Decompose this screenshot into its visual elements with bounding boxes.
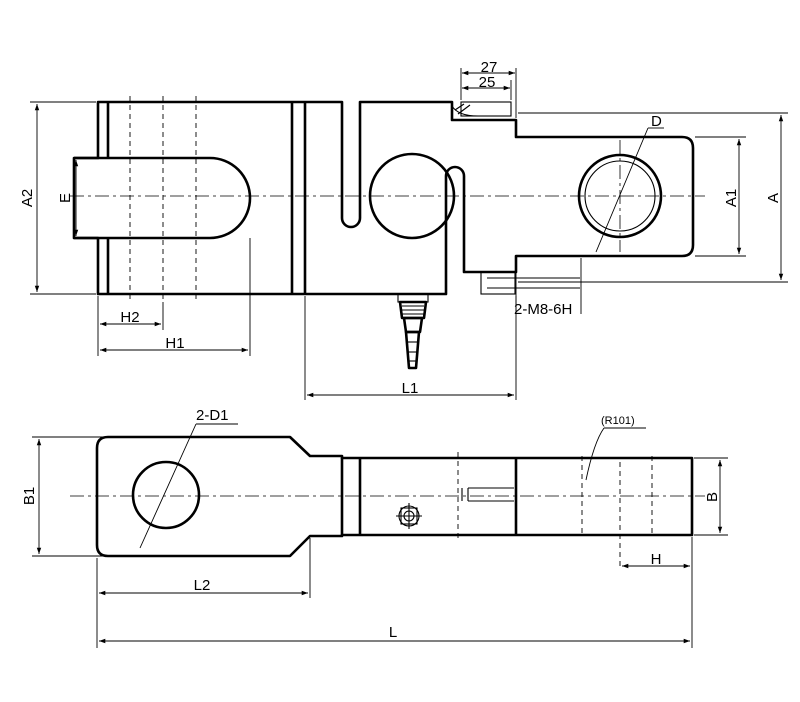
dim-D1-leader bbox=[139, 423, 197, 549]
dim-R: (R101) bbox=[601, 415, 635, 427]
clevis-slot bbox=[74, 156, 252, 240]
dim-B: B bbox=[704, 492, 721, 502]
dim-L: L bbox=[389, 624, 397, 641]
thread-hatch bbox=[451, 105, 479, 117]
dim-H1: H1 bbox=[165, 335, 184, 352]
side-cable-connector bbox=[396, 503, 422, 529]
thread-hatch bbox=[457, 104, 471, 115]
dim-thread: 2-M8-6H bbox=[514, 301, 572, 318]
dim-27: 27 bbox=[481, 59, 498, 76]
dim-25: 25 bbox=[479, 74, 496, 91]
dim-D1: 2-D1 bbox=[196, 407, 229, 424]
dim-A1: A1 bbox=[723, 189, 740, 207]
dim-B1: B1 bbox=[21, 487, 38, 505]
thread-hole-bottom bbox=[480, 271, 516, 295]
side-view: 2-D1 (R101) B1 B H L2 L bbox=[21, 407, 728, 648]
thread-hole-top bbox=[460, 101, 512, 117]
dim-D: D bbox=[651, 113, 662, 130]
dim-E: E bbox=[57, 193, 74, 203]
top-view-outline bbox=[72, 100, 695, 296]
side-view-outline bbox=[95, 435, 694, 558]
dim-L1: L1 bbox=[402, 380, 419, 397]
dim-H: H bbox=[651, 551, 662, 568]
top-view: 27 25 D A2 E A1 A 2-M8-6H H2 bbox=[19, 59, 788, 400]
thread-hatch bbox=[454, 103, 465, 111]
dim-L2: L2 bbox=[194, 577, 211, 594]
dim-H2: H2 bbox=[120, 309, 139, 326]
side-eye-hole bbox=[131, 460, 201, 530]
dim-D-leader bbox=[595, 127, 649, 253]
dim-A2: A2 bbox=[19, 189, 36, 207]
dim-R-leader bbox=[585, 427, 605, 481]
cable-connector bbox=[397, 293, 429, 370]
dim-A: A bbox=[765, 193, 782, 203]
